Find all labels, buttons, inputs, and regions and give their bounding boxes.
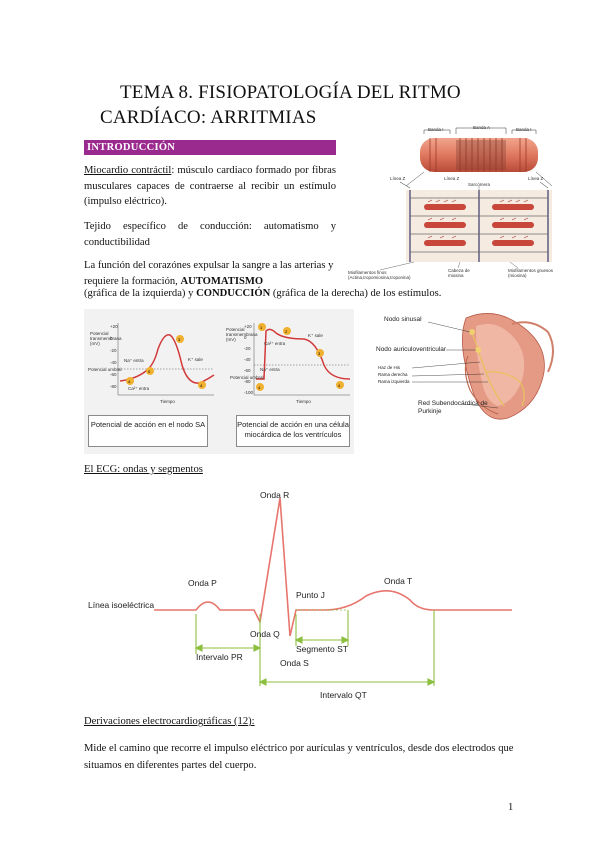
right-tick: 0 [244, 335, 247, 340]
label-nodo-sinusal: Nodo sinusal [384, 316, 422, 323]
left-na-entra: Na⁺ entra [124, 358, 144, 363]
label-onda-p: Onda P [188, 578, 217, 588]
funcion-text-3: (gráfica de la derecha) de los estímulos… [270, 288, 442, 299]
label-rama-izquierda: Rama izquierda [378, 379, 410, 384]
left-tick: 0 [110, 336, 113, 341]
sarcomere-illustration [379, 127, 553, 271]
left-tick: -20 [110, 348, 117, 353]
funcion-paragraph-a: La función del corazónes expulsar la san… [84, 258, 340, 289]
heart-illustration [411, 313, 554, 420]
sarcomere-figure: Banda I Banda A Banda I Línea Z Línea Z … [340, 120, 560, 280]
label-onda-r: Onda R [260, 490, 290, 500]
label-nodo-av: Nodo auriculoventricular [376, 346, 447, 353]
right-tick: -20 [244, 346, 251, 351]
label-banda-i-right: Banda I [516, 127, 532, 132]
miocardio-paragraph: Miocardio contráctil: músculo cardiaco f… [84, 163, 336, 210]
funcion-conduccion: CONDUCCIÓN [196, 288, 271, 299]
svg-text:0: 0 [148, 369, 151, 374]
caption-nodo-sa: Potencial de acción en el nodo SA [88, 415, 208, 447]
label-onda-q: Onda Q [250, 629, 280, 639]
label-miofilamentos-gruesos: Miofilamentos gruesos (miosina) [508, 268, 554, 278]
right-tick: -100 [244, 390, 254, 395]
left-y-axis-label: Potencial transmembrana (mV) [90, 331, 122, 346]
left-tick: -80 [110, 384, 117, 389]
left-k-sale: K⁺ sale [188, 357, 203, 362]
label-intervalo-qt: Intervalo QT [320, 690, 367, 700]
right-tick: -40 [244, 357, 251, 362]
left-tick: -40 [110, 360, 117, 365]
label-punto-j: Punto J [296, 590, 325, 600]
label-linea-isoelectrica: Línea isoeléctrica [88, 600, 155, 610]
left-tick: +20 [110, 324, 118, 329]
page-number: 1 [508, 802, 514, 813]
miocardio-text: : músculo cardiaco formado por fibras mu… [84, 165, 337, 207]
conduction-system-figure: Nodo sinusal Nodo auriculoventricular Ha… [372, 310, 562, 430]
funcion-text-2: (gráfica de la izquierda) y [84, 288, 197, 299]
action-potential-graphs: 4 0 3 4 1 2 3 4 4 [117, 323, 351, 396]
svg-text:4: 4 [128, 379, 131, 384]
ecg-diagram: Onda R Onda P Onda Q Onda S Onda T Punto… [84, 486, 514, 706]
svg-text:4: 4 [338, 383, 341, 388]
funcion-automatismo: AUTOMATISMO [180, 275, 264, 287]
derivaciones-text: Mide el camino que recorre el impulso el… [84, 743, 514, 771]
left-ca-entra: Ca²⁺ entra [128, 386, 150, 391]
label-miofilamentos-finos: Miofilamentos finos (Actina,tropomiosina… [348, 270, 411, 280]
label-cabeza-miosina: Cabeza de miosina [448, 268, 470, 278]
left-umbral-label: Potencial umbral [88, 367, 122, 372]
svg-text:3: 3 [318, 351, 321, 356]
left-tick: -60 [110, 372, 117, 377]
label-rama-derecha: Rama derecha [378, 372, 408, 377]
page-title-line2: CARDÍACO: ARRITMIAS [100, 107, 317, 128]
ecg-waveform [154, 497, 512, 686]
label-red-purkinje: Red Subendocárdica de Purkinje [418, 400, 488, 415]
right-tick: -60 [244, 368, 251, 373]
right-y-axis-label: Potencial transmembrana (mV) [226, 327, 258, 342]
label-banda-i-left: Banda I [428, 127, 444, 132]
svg-text:4: 4 [200, 383, 203, 388]
ecg-heading: El ECG: ondas y segmentos [84, 464, 203, 475]
label-onda-t: Onda T [384, 576, 413, 586]
right-k-sale: K⁺ sale [308, 333, 323, 338]
svg-text:3: 3 [178, 337, 181, 342]
tejido-paragraph: Tejido específico de conducción: automat… [84, 221, 336, 248]
right-na-entra: Na⁺ entra [260, 367, 280, 372]
right-tick: +20 [244, 324, 252, 329]
label-banda-a: Banda A [473, 125, 491, 130]
funcion-paragraph-b: (gráfica de la izquierda) y CONDUCCIÓN (… [84, 286, 524, 302]
right-umbral-label: Potencial umbral [230, 375, 264, 380]
label-linea-z-mid: Línea Z [444, 176, 460, 181]
section-header-introduccion: INTRODUCCIÓN [84, 140, 336, 155]
right-x-axis: Tiempo [296, 399, 311, 404]
right-tick: -80 [244, 379, 251, 384]
page-title-line1: TEMA 8. FISIOPATOLOGÍA DEL RITMO [120, 82, 461, 103]
label-linea-z-right: Línea Z [528, 176, 544, 181]
action-potential-figure: 4 0 3 4 1 2 3 4 4 Potencial transmembran… [84, 309, 354, 454]
svg-text:4: 4 [258, 385, 261, 390]
left-y-ticks: +20 0 -20 -40 -60 -80 [110, 321, 118, 393]
label-haz-his: Haz de His [378, 365, 401, 370]
funcion-text-1: La función del corazónes expulsar la san… [84, 260, 334, 287]
left-x-axis: Tiempo [160, 399, 175, 404]
label-sarcomera: Sarcómera [468, 182, 491, 187]
right-y-ticks: +20 0 -20 -40 -60 -80 -100 [244, 321, 253, 398]
svg-text:2: 2 [285, 329, 288, 334]
derivaciones-heading: Derivaciones electrocardiográficas (12): [84, 716, 255, 727]
label-intervalo-pr: Intervalo PR [196, 652, 243, 662]
svg-text:1: 1 [260, 325, 263, 330]
label-linea-z-left: Línea Z [390, 176, 406, 181]
label-segmento-st: Segmento ST [296, 644, 348, 654]
caption-celula-ventricular: Potencial de acción en una célula miocár… [236, 415, 350, 447]
miocardio-term: Miocardio contráctil [84, 165, 172, 176]
right-ca-entra: Ca²⁺ entra [264, 341, 286, 346]
label-onda-s: Onda S [280, 658, 309, 668]
